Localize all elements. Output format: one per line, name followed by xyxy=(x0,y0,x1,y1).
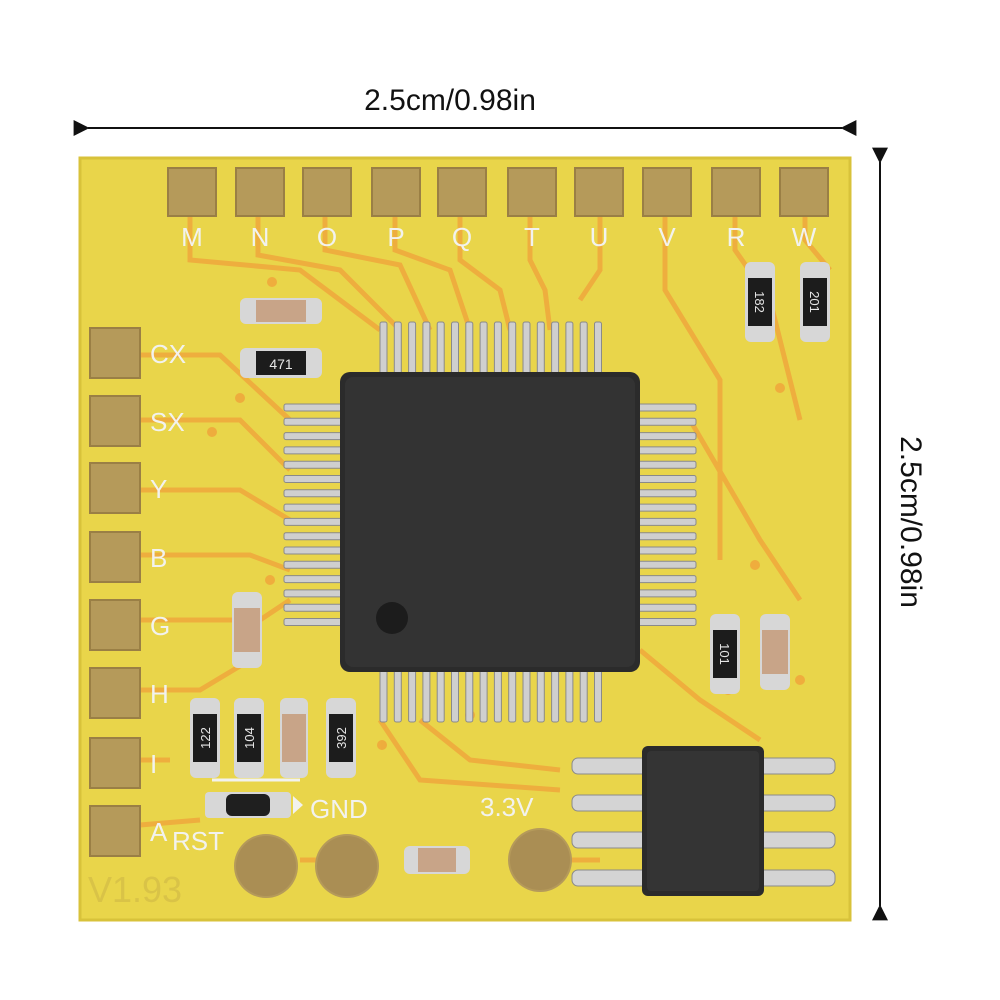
resistor-code-label: 182 xyxy=(752,291,767,313)
left-pad-label: SX xyxy=(150,407,185,437)
left-pad-cx: CX xyxy=(89,327,186,379)
left-pad-b: B xyxy=(89,531,167,583)
round-solder-pads xyxy=(234,828,572,898)
resistor-code-label: 104 xyxy=(242,727,257,749)
gnd-label: GND xyxy=(310,794,368,824)
left-pad-label: A xyxy=(150,817,168,847)
left-pad-label: Y xyxy=(150,474,167,504)
resistor-code-label: 122 xyxy=(198,727,213,749)
left-pad-sx: SX xyxy=(89,395,185,447)
diode-component xyxy=(205,778,303,818)
left-pad-g: G xyxy=(89,599,170,651)
top-pad-label: W xyxy=(792,222,817,252)
top-pad-n: N xyxy=(235,167,285,252)
top-pad-r: R xyxy=(711,167,761,252)
resistor-104: 104 xyxy=(234,698,264,778)
left-pad-column: CX SX Y B G H I A xyxy=(89,327,186,857)
qfp-chip xyxy=(283,321,697,723)
pcb-traces xyxy=(139,215,832,863)
top-pad-m: M xyxy=(167,167,217,252)
top-pad-label: R xyxy=(727,222,746,252)
resistor-101: 101 xyxy=(710,614,740,694)
resistor-122: 122 xyxy=(190,698,220,778)
top-pad-label: Q xyxy=(452,222,472,252)
left-pad-i: I xyxy=(89,737,157,789)
left-pad-y: Y xyxy=(89,462,167,514)
top-pad-q: Q xyxy=(437,167,487,252)
top-pad-label: M xyxy=(181,222,203,252)
top-pad-t: T xyxy=(507,167,557,252)
left-pad-h: H xyxy=(89,667,169,719)
top-pad-label: O xyxy=(317,222,337,252)
resistor-392: 392 xyxy=(326,698,356,778)
left-pad-label: G xyxy=(150,611,170,641)
left-pad-label: CX xyxy=(150,339,186,369)
resistor-471: 471 xyxy=(240,348,322,378)
resistor-182: 182 xyxy=(745,262,775,342)
resistor-code-label: 101 xyxy=(717,643,732,665)
v33-label: 3.3V xyxy=(480,792,534,822)
top-pad-p: P xyxy=(371,167,421,252)
resistor-201: 201 xyxy=(800,262,830,342)
resistor-code-label: 201 xyxy=(807,291,822,313)
top-pad-label: U xyxy=(590,222,609,252)
left-pad-label: I xyxy=(150,749,157,779)
top-pad-label: N xyxy=(251,222,270,252)
width-dimension-label: 2.5cm/0.98in xyxy=(364,84,536,117)
top-pad-o: O xyxy=(302,167,352,252)
capacitors xyxy=(232,298,790,874)
top-pad-u: U xyxy=(574,167,624,252)
resistors: 471 182 201 122 104 392 xyxy=(190,262,830,778)
pin1-marker xyxy=(376,602,408,634)
rst-label: RST xyxy=(172,826,224,856)
top-pad-w: W xyxy=(779,167,829,252)
left-pad-label: B xyxy=(150,543,167,573)
resistor-code-label: 471 xyxy=(269,356,293,372)
top-pad-label: V xyxy=(658,222,676,252)
version-label: V1.93 xyxy=(88,869,182,910)
left-pad-a: A xyxy=(89,805,168,857)
top-pad-v: V xyxy=(642,167,692,252)
soic-chip xyxy=(571,746,836,896)
top-pad-label: P xyxy=(387,222,404,252)
resistor-code-label: 392 xyxy=(334,727,349,749)
left-pad-label: H xyxy=(150,679,169,709)
top-pad-label: T xyxy=(524,222,540,252)
